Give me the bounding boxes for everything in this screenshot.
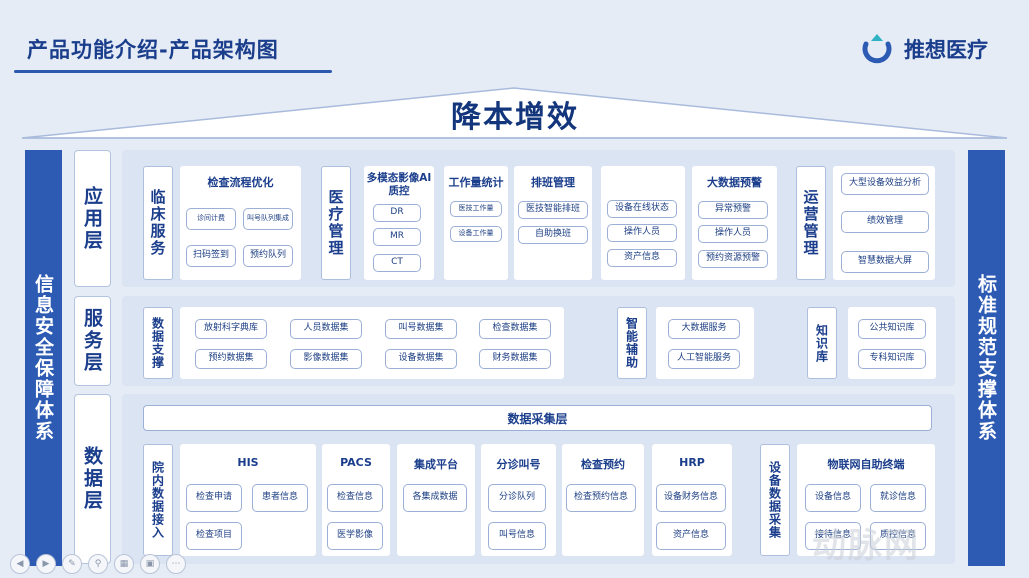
warning-chip: 异常预警 — [698, 201, 768, 219]
schedule-panel-title: 排班管理 — [531, 176, 575, 189]
prev-slide-icon[interactable]: ◀ — [10, 554, 30, 574]
workload-chip: 医技工作量 — [450, 201, 502, 217]
ai-chip: DR — [373, 204, 421, 222]
dataset-chip: 设备数据集 — [385, 349, 457, 369]
iot-chip: 就诊信息 — [870, 484, 926, 512]
roof-shape — [21, 87, 1008, 139]
dataset-chip: 放射科字典库 — [195, 319, 267, 339]
triage-chip: 分诊队列 — [488, 484, 546, 512]
security-pillar: 信息安全保障体系 — [25, 150, 62, 566]
booking-chip: 检查预约信息 — [566, 484, 636, 512]
video-icon[interactable]: ▣ — [140, 554, 160, 574]
roof-title: 降本增效 — [451, 100, 579, 135]
data-support-label: 数据支撑 — [143, 307, 173, 379]
watermark: 动脉网 — [812, 526, 920, 566]
clinical-chip: 诊间计费 — [186, 208, 236, 230]
smart-chip: 大数据服务 — [668, 319, 740, 339]
clinical-chip: 预约队列 — [243, 245, 293, 267]
his-chip: 检查项目 — [186, 522, 242, 550]
pacs-panel-title: PACS — [340, 456, 372, 469]
title-underline — [14, 70, 332, 73]
dataset-chip: 影像数据集 — [290, 349, 362, 369]
dataset-chip: 财务数据集 — [479, 349, 551, 369]
more-icon[interactable]: ⋯ — [166, 554, 186, 574]
clinical-panel-title: 检查流程优化 — [207, 176, 274, 189]
layer-service-label: 服务层 — [74, 296, 111, 386]
workload-panel — [444, 166, 508, 280]
grid-icon[interactable]: ▦ — [114, 554, 134, 574]
booking-panel-title: 检查预约 — [581, 458, 625, 471]
iot-chip: 接待信息 — [805, 522, 861, 550]
device-data-label: 设备数据采集 — [760, 444, 790, 556]
integration-chip: 各集成数据 — [403, 484, 467, 512]
workload-panel-title: 工作量统计 — [448, 176, 504, 189]
knowledge-chip: 公共知识库 — [858, 319, 926, 339]
next-slide-icon[interactable]: ▶ — [36, 554, 56, 574]
hospital-data-label: 院内数据接入 — [143, 444, 173, 556]
hrp-chip: 设备财务信息 — [656, 484, 726, 512]
dataset-chip: 人员数据集 — [290, 319, 362, 339]
hrp-panel-title: HRP — [679, 456, 705, 469]
dataset-chip: 预约数据集 — [195, 349, 267, 369]
logo-text: 推想医疗 — [904, 38, 988, 62]
pacs-chip: 检查信息 — [327, 484, 383, 512]
iot-chip: 质控信息 — [870, 522, 926, 550]
iot-panel-title: 物联网自助终端 — [827, 458, 905, 471]
logo-icon — [862, 34, 892, 64]
standard-pillar: 标准规范支撑体系 — [968, 150, 1005, 566]
warning-panel-title: 大数据预警 — [707, 176, 762, 189]
smart-assist-label: 智能辅助 — [617, 307, 647, 379]
ai-chip: CT — [373, 254, 421, 272]
device-status-chip: 设备在线状态 — [607, 200, 677, 218]
clinical-chip: 叫号队列集成 — [243, 208, 293, 230]
ai-panel-title: 多模态影像AI质控 — [366, 172, 432, 198]
data-collection-bar: 数据采集层 — [143, 405, 932, 431]
device-status-chip: 操作人员 — [607, 224, 677, 242]
dataset-chip: 检查数据集 — [479, 319, 551, 339]
page-title: 产品功能介绍-产品架构图 — [27, 38, 279, 62]
pen-icon[interactable]: ✎ — [62, 554, 82, 574]
hrp-chip: 资产信息 — [656, 522, 726, 550]
slide-toolbar: ◀ ▶ ✎ ⚲ ▦ ▣ ⋯ — [10, 554, 186, 574]
his-panel-title: HIS — [237, 456, 259, 469]
triage-chip: 叫号信息 — [488, 522, 546, 550]
his-chip: 检查申请 — [186, 484, 242, 512]
pacs-chip: 医学影像 — [327, 522, 383, 550]
integration-panel-title: 集成平台 — [414, 458, 458, 471]
knowledge-chip: 专科知识库 — [858, 349, 926, 369]
smart-chip: 人工智能服务 — [668, 349, 740, 369]
operation-chip: 大型设备效益分析 — [841, 173, 929, 195]
warning-chip: 操作人员 — [698, 225, 768, 243]
warning-chip: 预约资源预警 — [698, 250, 768, 268]
layer-data-label: 数据层 — [74, 394, 111, 564]
triage-panel-title: 分诊叫号 — [496, 458, 541, 471]
ai-chip: MR — [373, 228, 421, 246]
clinical-chip: 扫码签到 — [186, 245, 236, 267]
operation-management-label: 运营管理 — [796, 166, 826, 280]
schedule-panel — [514, 166, 592, 280]
medical-management-label: 医疗管理 — [321, 166, 351, 280]
clinical-service-label: 临床服务 — [143, 166, 173, 280]
his-chip: 患者信息 — [252, 484, 308, 512]
zoom-icon[interactable]: ⚲ — [88, 554, 108, 574]
layer-application-label: 应用层 — [74, 150, 111, 287]
device-status-chip: 资产信息 — [607, 249, 677, 267]
iot-chip: 设备信息 — [805, 484, 861, 512]
schedule-chip: 医技智能排班 — [518, 201, 588, 219]
dataset-chip: 叫号数据集 — [385, 319, 457, 339]
operation-chip: 智慧数据大屏 — [841, 251, 929, 273]
schedule-chip: 自助换班 — [518, 226, 588, 244]
operation-chip: 绩效管理 — [841, 211, 929, 233]
knowledge-base-label: 知识库 — [807, 307, 837, 379]
workload-chip: 设备工作量 — [450, 226, 502, 242]
